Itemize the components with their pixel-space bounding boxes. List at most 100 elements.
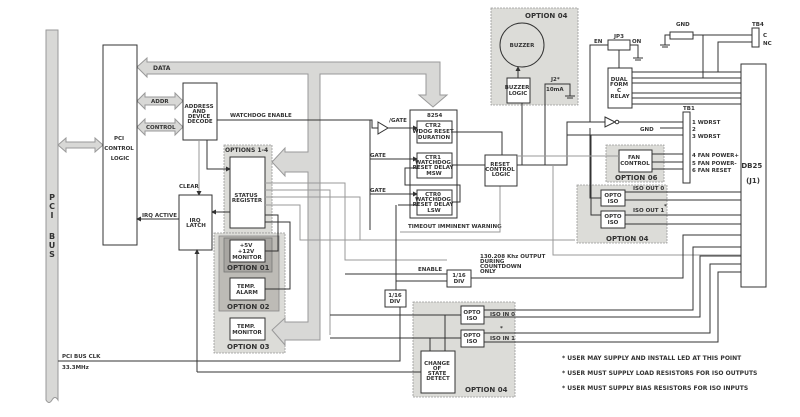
temp-alarm-label: TEMP. ALARM [236, 284, 258, 296]
reset-gray-wire [552, 165, 747, 256]
voltage-monitor-label: +5V +12V MONITOR [232, 243, 262, 261]
tb4-nc-label: NC [763, 41, 772, 47]
option-03-label: OPTION 03 [227, 343, 270, 351]
db25-label: DB25 (J1) [741, 162, 764, 185]
relay-wires [632, 34, 752, 105]
change-of-state-block [420, 350, 456, 394]
watchdog-enable-wire [217, 119, 378, 129]
option-06-label: OPTION 06 [615, 174, 658, 182]
pci-control-logic-label: PCI CONTROL LOGIC [104, 136, 135, 162]
temp-monitor-label: TEMP. MONITOR [232, 324, 262, 336]
change-of-state-label: CHANGE OF STATE DETECT [424, 361, 452, 382]
data-label: DATA [153, 65, 171, 72]
iso-in-internal-wires [330, 314, 461, 373]
irq-active-label: IRQ ACTIVE [142, 213, 177, 219]
gnd-tb1-label: GND [640, 127, 654, 133]
clear-label: CLEAR [179, 184, 200, 190]
enable-label: ENABLE [418, 267, 442, 273]
fan-control-block [618, 149, 653, 173]
opto-iso-out-0-block [600, 189, 626, 207]
gate-buffer-icon [377, 121, 389, 135]
iso-out-1-label: ISO OUT 1 [633, 208, 664, 214]
on-label: ON [632, 39, 642, 45]
jp3-jumper[interactable] [607, 39, 631, 51]
pci-bus-clk-wire [58, 307, 401, 362]
data-bus-arrow [136, 56, 449, 347]
inverter-bubble-icon [614, 119, 620, 125]
status-output-wires [265, 182, 575, 335]
jp3-label: JP3 [613, 34, 624, 40]
tb1-wires [589, 121, 683, 216]
address-decode-label: ADDRESS AND DEVICE DECODE [185, 104, 216, 125]
buzzer-icon [499, 22, 545, 68]
opto-iso-out-1-block [600, 210, 626, 229]
pci-control-logic-block [102, 44, 138, 246]
status-register-block [229, 156, 266, 229]
temp-monitor-block [229, 317, 266, 341]
j2-current-label: 10mA [546, 87, 564, 93]
watchdog-enable-label: WATCHDOG ENABLE [230, 113, 292, 119]
tb1-pin-labels: 1 WDRST 2 3 WDRST 4 FAN POWER+ 5 FAN POW… [692, 120, 741, 174]
option-04-buzzer-label: OPTION 04 [525, 12, 568, 20]
iso-out-asterisk: * [664, 204, 667, 210]
iso-in-wires [484, 246, 741, 343]
buzzer-logic-label: BUZZER LOGIC [505, 85, 532, 97]
tb1-label: TB1 [683, 106, 695, 112]
reset-control-logic-block [484, 154, 518, 187]
iso-out-0-label: ISO OUT 0 [633, 186, 664, 192]
tb4-terminal [751, 27, 760, 48]
gate0-label: GATE [370, 188, 386, 194]
inverter-icon [604, 116, 617, 128]
footnotes: * USER MAY SUPPLY AND INSTALL LED AT THI… [562, 355, 759, 392]
en-label: EN [594, 39, 603, 45]
timer-wires [369, 120, 503, 230]
pci-bus-double-arrow [57, 136, 104, 154]
option-04-iso-out-label: OPTION 04 [606, 235, 649, 243]
fan-control-label: FAN CONTROL [620, 155, 650, 167]
fan-wires [652, 153, 683, 170]
irq-latch-block [178, 194, 213, 251]
jp3-wires [589, 44, 643, 122]
addr-label: ADDR [151, 99, 169, 105]
pci-bus-clk-label: PCI BUS CLK [62, 354, 101, 360]
clk-freq-label: 33.3MHz [62, 365, 89, 371]
db25-connector [740, 63, 767, 288]
ctr1-label: CTR1 WATCHDOG RESET DELAY MSW [413, 155, 456, 177]
timeout-warning-label: TIMEOUT IMMINENT WARNING [408, 224, 502, 230]
iso-out-wires [625, 191, 741, 225]
option-02-label: OPTION 02 [227, 303, 270, 311]
relay-block [607, 67, 633, 109]
irq-latch-label: IRQ LATCH [186, 218, 206, 229]
ground-icon [544, 83, 575, 99]
control-label: CONTROL [146, 125, 176, 131]
reset-control-label: RESET CONTROL LOGIC [485, 162, 516, 178]
status-register-label: STATUS REGISTER [232, 193, 263, 204]
monitor-status-wires [265, 214, 291, 290]
relay-label: DUAL FORM C RELAY [610, 77, 631, 100]
div16-upper-block [446, 269, 472, 288]
iso-in-0-label: ISO IN 0 [490, 312, 515, 318]
ctr0-block [416, 189, 453, 216]
ctr0-label: CTR0 WATCHDOG RESET DELAY LSW [413, 192, 456, 214]
buzzer-label: BUZZER [510, 43, 535, 49]
pci-bus-bar [45, 29, 59, 403]
gate1-label: GATE [370, 153, 386, 159]
8254-label: 8254 [427, 113, 442, 119]
tb1-terminal [682, 111, 691, 184]
timeout-warning-wire [400, 186, 501, 233]
options-1-4-label: OPTIONS 1-4 [225, 147, 268, 154]
gnd-top-label: GND [676, 22, 690, 28]
option-04-iso-in-label: OPTION 04 [465, 386, 508, 394]
tb4-label: TB4 [752, 22, 764, 28]
iso-in-1-label: ISO IN 1 [490, 336, 515, 342]
j2-label: J2* [550, 77, 560, 83]
